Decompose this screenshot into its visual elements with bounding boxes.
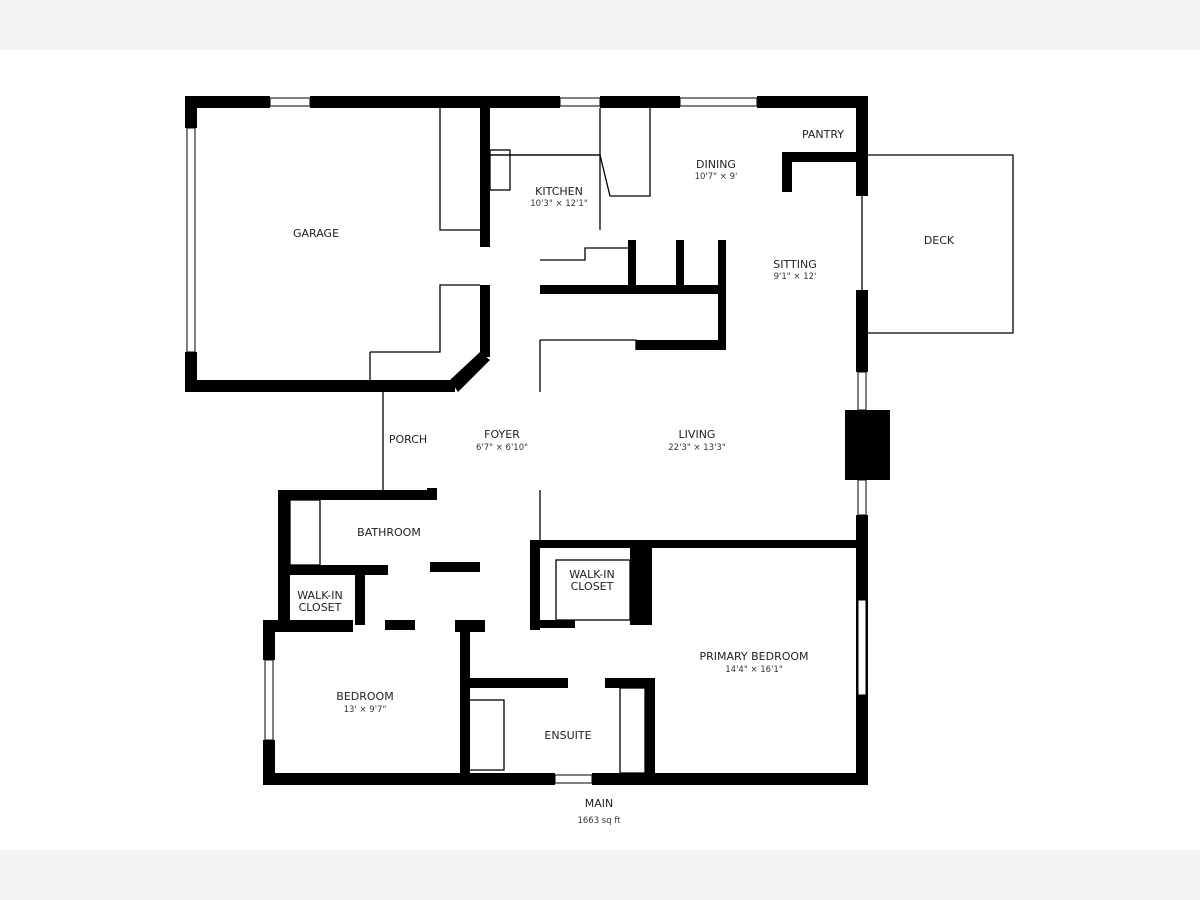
porch-label: PORCH — [389, 433, 427, 446]
foyer-size: 6'7" × 6'10" — [476, 443, 528, 453]
thin-lines — [289, 108, 1014, 774]
bedroom-label: BEDROOM — [336, 690, 393, 703]
living-size: 22'3" × 13'3" — [668, 443, 726, 453]
room-labels: GARAGE KITCHEN 10'3" × 12'1" DINING 10'7… — [293, 128, 955, 826]
walkin-closet-1-label: WALK-IN — [297, 589, 342, 602]
sitting-size: 9'1" × 12' — [774, 272, 817, 282]
foyer-label: FOYER — [484, 428, 520, 441]
living-label: LIVING — [679, 428, 716, 441]
floor-name: MAIN — [585, 797, 614, 810]
pantry-label: PANTRY — [802, 128, 844, 141]
dining-label: DINING — [696, 158, 736, 171]
garage-label: GARAGE — [293, 227, 339, 240]
walls — [185, 96, 890, 785]
bathroom-label: BATHROOM — [357, 526, 421, 539]
kitchen-label: KITCHEN — [535, 185, 583, 198]
walkin-closet-2-label: WALK-IN — [569, 568, 614, 581]
primary-bedroom-label: PRIMARY BEDROOM — [699, 650, 808, 663]
deck-label: DECK — [924, 234, 955, 247]
kitchen-size: 10'3" × 12'1" — [530, 199, 588, 209]
walkin-closet-2-label-2: CLOSET — [571, 580, 614, 593]
bedroom-size: 13' × 9'7" — [344, 705, 387, 715]
walkin-closet-1-label-2: CLOSET — [299, 601, 342, 614]
sitting-label: SITTING — [773, 258, 816, 271]
floor-area: 1663 sq ft — [577, 816, 621, 826]
dining-size: 10'7" × 9' — [695, 172, 738, 182]
primary-bedroom-size: 14'4" × 16'1" — [725, 665, 783, 675]
ensuite-label: ENSUITE — [544, 729, 591, 742]
